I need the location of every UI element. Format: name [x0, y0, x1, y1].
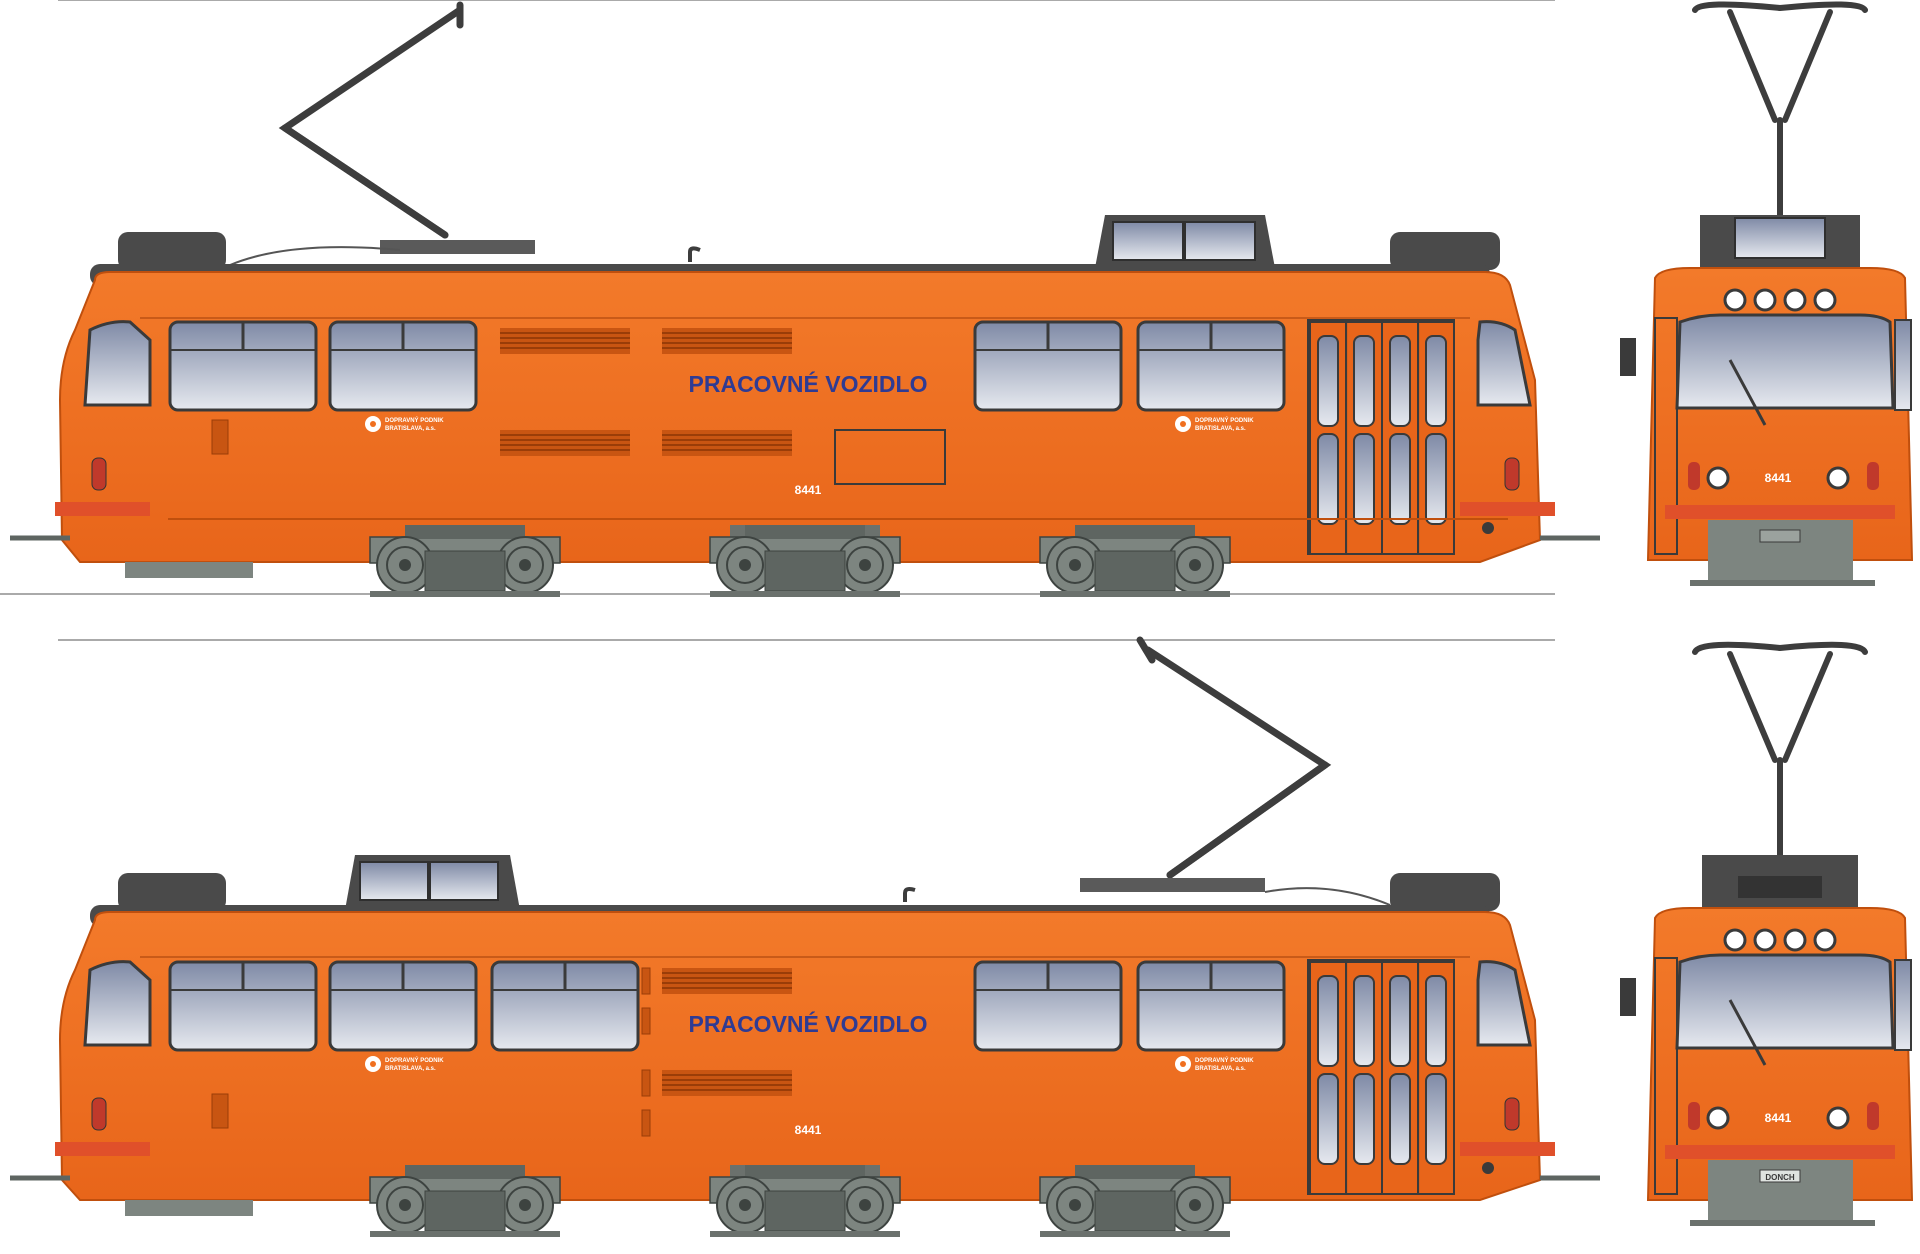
- front-plate: DONCH: [1765, 1173, 1795, 1182]
- front-view-top: 8441: [1620, 1, 1914, 586]
- svg-text:DOPRAVNÝ PODNIK: DOPRAVNÝ PODNIK: [1195, 1057, 1254, 1064]
- svg-text:DOPRAVNÝ PODNIK: DOPRAVNÝ PODNIK: [385, 1057, 444, 1064]
- svg-text:DOPRAVNÝ PODNIK: DOPRAVNÝ PODNIK: [385, 417, 444, 424]
- front-fleet-number: 8441: [1765, 471, 1792, 485]
- pantograph: [278, 1, 535, 254]
- svg-text:BRATISLAVA, a.s.: BRATISLAVA, a.s.: [385, 426, 436, 432]
- pantograph-bottom: [1080, 636, 1332, 892]
- vehicle-label-bottom: PRACOVNÉ VOZIDLO: [689, 1010, 928, 1037]
- side-view-top: PRACOVNÉ VOZIDLO 8441 DOPRAVNÝ PODNIK BR…: [0, 0, 1600, 597]
- operator-logo-bottom: DOPRAVNÝ PODNIK BRATISLAVA, a.s. DOPRAVN…: [365, 1056, 1254, 1072]
- front-view-bottom: 8441 DONCH: [1620, 641, 1914, 1226]
- svg-text:BRATISLAVA, a.s.: BRATISLAVA, a.s.: [1195, 426, 1246, 432]
- fleet-number: 8441: [795, 483, 822, 497]
- svg-text:BRATISLAVA, a.s.: BRATISLAVA, a.s.: [385, 1066, 436, 1072]
- front-fleet-number-bottom: 8441: [1765, 1111, 1792, 1125]
- svg-text:BRATISLAVA, a.s.: BRATISLAVA, a.s.: [1195, 1066, 1246, 1072]
- operator-logo: DOPRAVNÝ PODNIK BRATISLAVA, a.s. DOPRAVN…: [365, 416, 1254, 432]
- fleet-number-bottom: 8441: [795, 1123, 822, 1137]
- vehicle-label: PRACOVNÉ VOZIDLO: [689, 370, 928, 397]
- svg-text:DOPRAVNÝ PODNIK: DOPRAVNÝ PODNIK: [1195, 417, 1254, 424]
- side-view-bottom: PRACOVNÉ VOZIDLO 8441 DOPRAVNÝ PODNIK BR…: [10, 636, 1600, 1237]
